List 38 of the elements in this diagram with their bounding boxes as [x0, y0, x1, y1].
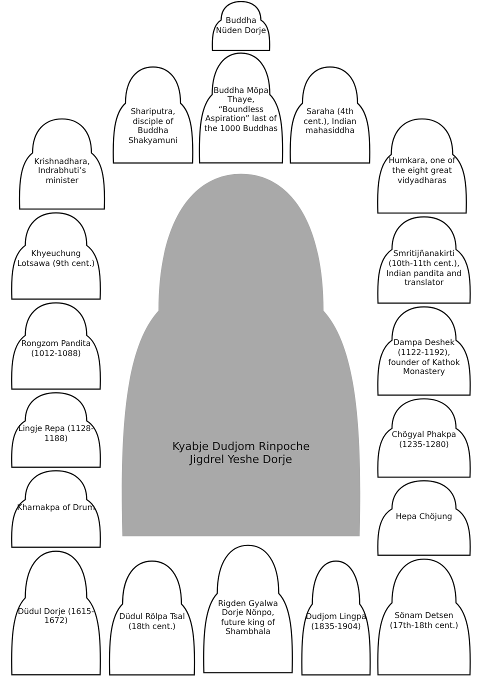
name-label: Buddha Möpa Thaye, “Boundless Aspiration” last of the 1000 Buddhas	[204, 86, 278, 134]
figure-outline	[287, 66, 373, 164]
figure-outline	[374, 216, 474, 304]
figure-outline	[374, 558, 474, 676]
name-label: Smritijñanakirti (10th-11th cent.), Indian pandita and translator	[385, 249, 463, 288]
figure-outline	[374, 306, 474, 396]
figure-outline	[374, 118, 470, 214]
name-label: Shariputra, disciple of Buddha Shakyamuni	[127, 107, 179, 146]
figure-outline	[8, 550, 104, 676]
name-label: Khyeuchung Lotsawa (9th cent.)	[16, 248, 96, 268]
figure-outline	[210, 1, 272, 51]
figure-outline	[8, 470, 104, 548]
name-label: Humkara, one of the eight great vidyadharas	[388, 156, 456, 186]
figure-outline	[8, 212, 104, 300]
figure-outline	[8, 302, 104, 390]
name-label: Dudjom Lingpa (1835-1904)	[306, 612, 366, 632]
name-label: Kyabje Dudjom Rinpoche Jigdrel Yeshe Dorje	[171, 440, 311, 466]
name-label: Chögyal Phakpa (1235-1280)	[390, 430, 458, 450]
figure-outline	[8, 392, 104, 468]
name-label: Düdul Dorje (1615-1672)	[16, 606, 96, 626]
name-label: Krishnadhara, Indrabhuti’s minister	[33, 156, 91, 186]
name-label: Buddha Nüden Dorje	[216, 16, 266, 36]
figure-outline	[110, 66, 196, 164]
figure-outline	[374, 480, 474, 556]
name-label: Saraha (4th cent.), Indian mahasiddha	[302, 107, 358, 136]
name-label: Lingje Repa (1128-1188)	[17, 424, 95, 444]
name-label: Hepa Chöjung	[394, 512, 454, 522]
figure-outline	[299, 560, 373, 676]
name-label: Dampa Deshek (1122-1192), founder of Kathok Monastery	[387, 338, 461, 377]
figure-outline	[16, 118, 108, 210]
name-label: Rongzom Pandita (1012-1088)	[20, 338, 92, 358]
name-label: Rigden Gyalwa Dorje Nönpo, future king of Shambhala	[217, 598, 279, 637]
figure-outline	[106, 560, 198, 676]
figure-outline	[374, 398, 474, 478]
name-label: Düdul Rölpa Tsal (18th cent.)	[118, 612, 186, 632]
figure-outline	[200, 544, 296, 674]
name-label: Kharnakpa of Drum	[16, 502, 96, 512]
name-label: Sönam Detsen (17th-18th cent.)	[388, 611, 460, 630]
